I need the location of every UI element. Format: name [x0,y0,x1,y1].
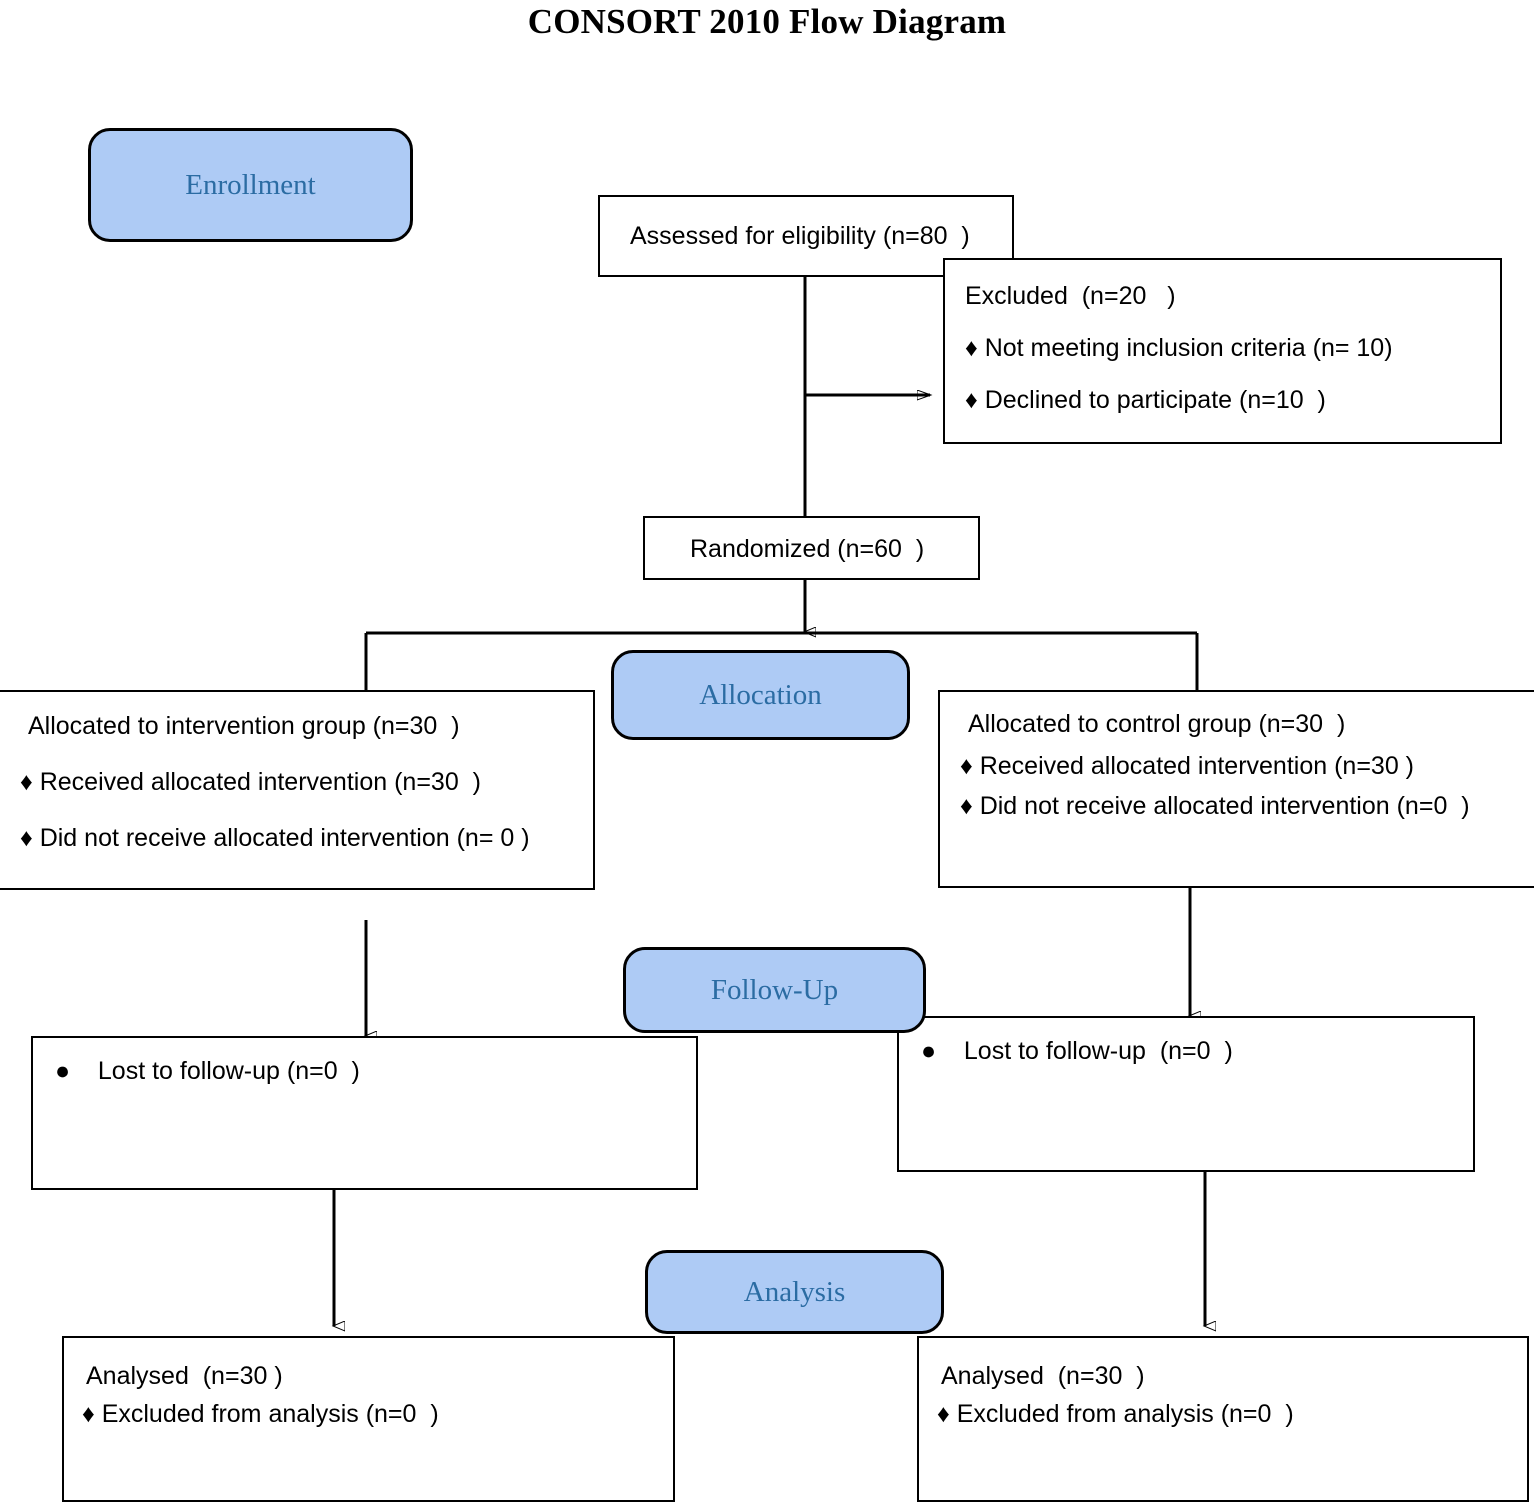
followup-intervention-line-1: ● Lost to follow-up (n=0 ) [55,1057,360,1085]
allocated-intervention-line-2: ♦ Received allocated intervention (n=30 … [20,768,481,796]
box-excluded: Excluded (n=20 ) ♦ Not meeting inclusion… [943,258,1502,444]
analysed-control-line-2: ♦ Excluded from analysis (n=0 ) [937,1400,1294,1428]
stage-analysis-text: Analysis [743,1275,846,1308]
analysed-control-line-1: Analysed (n=30 ) [941,1362,1145,1390]
allocated-intervention-line-3: ♦ Did not receive allocated intervention… [20,824,530,852]
stage-label-enrollment: Enrollment [88,128,413,242]
followup-control-line-1: ● Lost to follow-up (n=0 ) [921,1037,1233,1065]
stage-followup-text: Follow-Up [710,973,839,1006]
stage-allocation-text: Allocation [699,678,822,711]
stage-enrollment-text: Enrollment [185,168,316,201]
allocated-control-line-2: ♦ Received allocated intervention (n=30 … [960,752,1414,780]
box-allocated-intervention: Allocated to intervention group (n=30 ) … [0,690,595,890]
allocated-control-line-3: ♦ Did not receive allocated intervention… [960,792,1470,820]
excluded-line-1: Excluded (n=20 ) [965,282,1176,310]
box-analysed-intervention: Analysed (n=30 ) ♦ Excluded from analysi… [62,1336,675,1502]
randomized-line-1: Randomized (n=60 ) [690,535,925,563]
box-followup-control: ● Lost to follow-up (n=0 ) [897,1016,1475,1172]
box-randomized: Randomized (n=60 ) [643,516,980,580]
analysed-intervention-line-2: ♦ Excluded from analysis (n=0 ) [82,1400,439,1428]
stage-label-followup: Follow-Up [623,947,926,1033]
allocated-control-line-1: Allocated to control group (n=30 ) [968,710,1346,738]
analysed-intervention-line-1: Analysed (n=30 ) [86,1362,283,1390]
box-allocated-control: Allocated to control group (n=30 ) ♦ Rec… [938,690,1534,888]
box-followup-intervention: ● Lost to follow-up (n=0 ) [31,1036,698,1190]
stage-label-allocation: Allocation [611,650,910,740]
excluded-line-2: ♦ Not meeting inclusion criteria (n= 10) [965,334,1393,362]
assessed-line-1: Assessed for eligibility (n=80 ) [630,222,970,250]
excluded-line-3: ♦ Declined to participate (n=10 ) [965,386,1326,414]
allocated-intervention-line-1: Allocated to intervention group (n=30 ) [28,712,460,740]
page-title: CONSORT 2010 Flow Diagram [527,2,1007,41]
box-analysed-control: Analysed (n=30 ) ♦ Excluded from analysi… [917,1336,1529,1502]
stage-label-analysis: Analysis [645,1250,944,1334]
